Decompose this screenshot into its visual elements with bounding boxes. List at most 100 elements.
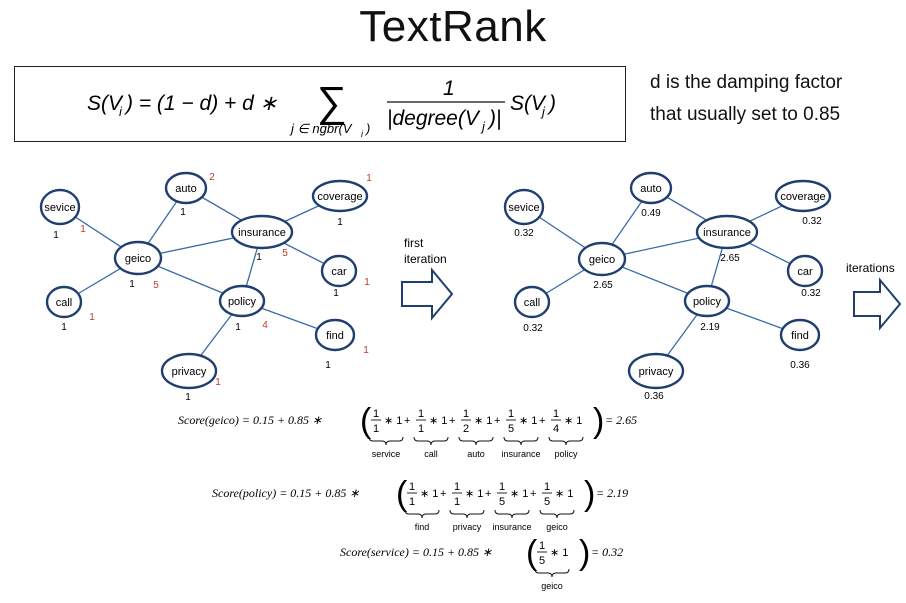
node-degree: 1: [366, 173, 372, 184]
equation-lhs: Score(service) = 0.15 + 0.85 ∗: [340, 545, 492, 559]
node-label: auto: [640, 183, 661, 195]
node-label: geico: [125, 253, 151, 265]
plus-sign: +: [539, 415, 545, 427]
node-ellipse: [577, 241, 627, 277]
term-numerator: 1: [508, 408, 514, 420]
node-score: 1: [333, 288, 339, 299]
term-numerator: 1: [553, 408, 559, 420]
damping-note-line1: d is the damping factor: [650, 72, 843, 93]
frac-den: |degree(V: [387, 107, 481, 130]
underbrace: [413, 436, 449, 446]
plus-sign: +: [404, 415, 410, 427]
underbrace: [494, 509, 530, 519]
node-label: call: [524, 297, 541, 309]
term-denominator: 1: [409, 496, 415, 508]
svg-text:): ): [546, 92, 556, 115]
node-score: 1: [256, 252, 262, 263]
term-denominator: 1: [454, 496, 460, 508]
node-ellipse: [160, 352, 218, 390]
term-under-label: auto: [467, 449, 485, 459]
term-under-label: insurance: [492, 522, 531, 532]
node-ellipse: [786, 254, 824, 288]
node-score: 0.32: [801, 288, 821, 299]
plus-sign: +: [494, 415, 500, 427]
node-ellipse: [230, 214, 294, 250]
node-degree: 2: [209, 172, 215, 183]
frac-num: 1: [443, 77, 455, 100]
svg-text:)|: )|: [486, 107, 501, 130]
underbrace: [368, 436, 404, 446]
formula-svg: S(V i ) = (1 − d) + d ∗ ∑ j ∈ ngbr(V i )…: [87, 77, 556, 139]
node-label: coverage: [780, 191, 825, 203]
left-paren: (: [360, 402, 372, 440]
node-ellipse: [320, 254, 358, 288]
node-ellipse: [311, 179, 369, 213]
sum-under: j ∈ ngbr(V: [289, 121, 353, 136]
textrank-formula: S(V i ) = (1 − d) + d ∗ ∑ j ∈ ngbr(V i )…: [14, 66, 626, 142]
term-suffix: ∗ 1: [384, 415, 402, 427]
node-score: 1: [129, 279, 135, 290]
node-degree: 1: [89, 312, 95, 323]
formula-lhs-sub: i: [119, 104, 123, 119]
right-paren: ): [584, 475, 595, 513]
node-ellipse: [629, 171, 673, 205]
equation-term: 12∗ 1+auto: [458, 408, 500, 459]
node-score: 1: [180, 207, 186, 218]
damping-note-line2: that usually set to 0.85: [650, 104, 841, 125]
node-coverage: coverage 0.32: [774, 179, 832, 227]
term-under-label: service: [372, 449, 401, 459]
term-suffix: ∗ 1: [429, 415, 447, 427]
equation-lhs: Score(geico) = 0.15 + 0.85 ∗: [178, 413, 322, 427]
right-arrow-icon: [401, 267, 454, 321]
node-geico: geico 1 5: [113, 240, 163, 291]
node-score: 2.65: [593, 280, 613, 291]
plus-sign: +: [530, 488, 536, 500]
term-under-label: geico: [541, 581, 563, 591]
node-score: 0.32: [802, 216, 822, 227]
equation-term: 11∗ 1+privacy: [449, 481, 491, 532]
node-label: sevice: [508, 202, 539, 214]
node-label: privacy: [639, 366, 674, 378]
equation-term: 11∗ 1+find: [404, 481, 446, 532]
equation: Score(geico) = 0.15 + 0.85 ∗(11∗ 1+servi…: [178, 402, 637, 459]
iterations-label: iterations: [846, 261, 895, 275]
node-ellipse: [779, 318, 821, 352]
term-denominator: 5: [508, 423, 514, 435]
node-score: 0.36: [644, 391, 664, 402]
node-score: 1: [53, 230, 59, 241]
first-label: first: [404, 236, 424, 250]
equation-result: = 2.65: [605, 413, 637, 427]
node-auto: auto 1 2: [164, 171, 215, 218]
node-ellipse: [503, 188, 545, 226]
node-degree: 1: [364, 277, 370, 288]
underbrace: [458, 436, 494, 446]
node-label: car: [797, 266, 813, 278]
right-paren: ): [593, 402, 604, 440]
node-score: 2.19: [700, 322, 720, 333]
plus-sign: +: [449, 415, 455, 427]
node-label: car: [331, 266, 347, 278]
term-numerator: 1: [539, 540, 545, 552]
equation-lhs: Score(policy) = 0.15 + 0.85 ∗: [212, 486, 359, 500]
node-degree: 4: [262, 320, 268, 331]
node-degree: 5: [153, 280, 159, 291]
graph-after-iteration: sevice0.32auto0.49coverage0.32insurance2…: [503, 171, 832, 402]
underbrace: [503, 436, 539, 446]
node-label: auto: [175, 183, 196, 195]
term-denominator: 5: [544, 496, 550, 508]
underbrace: [449, 509, 485, 519]
node-ellipse: [164, 171, 208, 205]
term-suffix: ∗ 1: [519, 415, 537, 427]
underbrace: [548, 436, 584, 446]
node-score: 1: [185, 392, 191, 403]
term-numerator: 1: [463, 408, 469, 420]
node-score: 0.32: [514, 228, 534, 239]
